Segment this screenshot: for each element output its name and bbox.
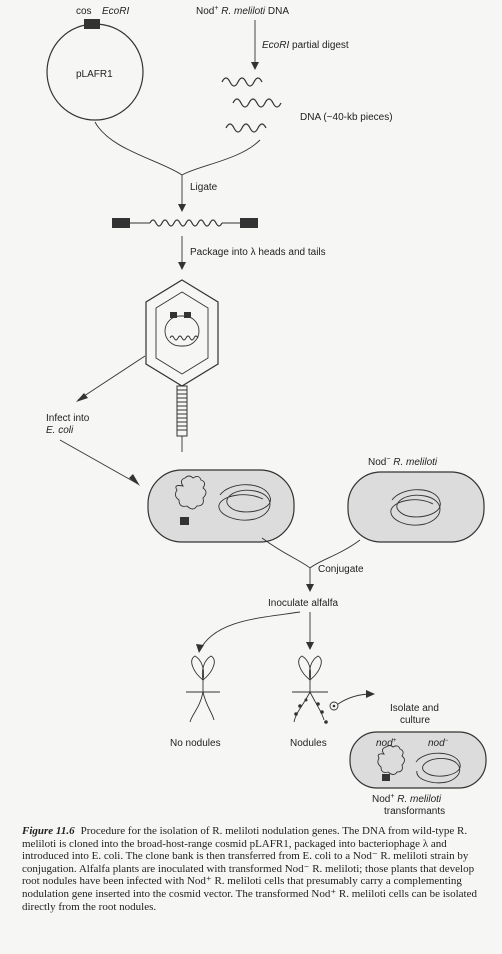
cos-label: cos <box>76 6 92 17</box>
nod-minus-cell <box>347 471 485 543</box>
dna-fragment-2 <box>232 98 282 108</box>
plant-right-roots <box>293 691 325 723</box>
ecori-site-label: EcoRI <box>102 6 129 17</box>
isolated-nodule-icon <box>329 701 339 711</box>
phage-head-outer <box>145 279 219 387</box>
phage-tail <box>176 385 188 437</box>
packaged-cos-end-1 <box>170 312 177 318</box>
dna-fragment-3 <box>225 123 267 133</box>
ecoli-cell <box>147 469 295 543</box>
no-nodules-label: No nodules <box>170 738 221 749</box>
transformant-cos-marker <box>382 774 390 781</box>
plant-left-leaf-2 <box>201 655 215 681</box>
infect-arrow-upper-head <box>76 393 88 402</box>
package-label: Package into λ heads and tails <box>190 247 326 258</box>
ligate-arrow-head <box>178 204 186 212</box>
inoculate-label: Inoculate alfalfa <box>268 598 338 609</box>
phage-tail-rings <box>177 389 187 431</box>
conjugate-line-right <box>309 539 361 569</box>
inoculate-arrow-left-head <box>196 644 204 653</box>
conjugate-label: Conjugate <box>318 564 364 575</box>
nod-plus-dna-label: Nod+ R. meliloti DNA <box>196 5 289 17</box>
infect-arrow-lower <box>59 439 139 485</box>
nod-minus-gene-label: nod− <box>428 738 449 749</box>
isolate-arrow-head <box>366 690 375 698</box>
nodules-label: Nodules <box>290 738 327 749</box>
conjugate-arrow-head <box>306 584 314 592</box>
cos-end-right <box>240 218 258 228</box>
caption-text: Procedure for the isolation of R. melilo… <box>22 825 477 913</box>
packaged-cos-end-2 <box>184 312 191 318</box>
packaged-cosmid-outline <box>164 315 200 347</box>
procedure-diagram: cos EcoRI pLAFR1 Nod+ R. meliloti DNA Ec… <box>46 5 487 817</box>
root-nodules <box>294 698 328 724</box>
nod-minus-chromosome <box>390 489 441 526</box>
plant-right-leaf-1 <box>298 655 312 681</box>
infect-arrow-upper <box>77 355 146 401</box>
dna-fragment-1 <box>221 77 263 87</box>
inoculate-arrow-left <box>199 611 301 651</box>
ecoli-cosmid-plasmid <box>174 475 207 510</box>
plafr1-label: pLAFR1 <box>76 69 113 80</box>
package-arrow-head <box>178 262 186 270</box>
digest-arrow-head <box>251 62 259 70</box>
inoculate-arrow-right-head <box>306 642 314 650</box>
nod-minus-strain-label: Nod− R. meliloti <box>368 456 438 468</box>
ecoli-chromosome <box>218 484 271 521</box>
ligate-line-right <box>181 139 261 176</box>
ecoli-cosmid-cos-marker <box>180 517 189 525</box>
packaged-insert-dna <box>169 335 199 341</box>
plant-left-leaf-1 <box>191 655 205 681</box>
isolate-label-line2: culture <box>400 715 430 726</box>
cos-site-marker <box>84 19 100 29</box>
nod-plus-gene-label: nod+ <box>376 738 397 749</box>
transformant-chromosome <box>415 752 461 784</box>
infect-label-line2: E. coli <box>46 425 74 436</box>
plant-left-roots <box>189 691 215 723</box>
plant-right-leaf-2 <box>308 655 322 681</box>
ecori-digest-label: EcoRI partial digest <box>262 40 349 51</box>
ligate-label: Ligate <box>190 182 218 193</box>
isolate-label-line1: Isolate and <box>390 703 439 714</box>
phage-head-inner <box>155 291 209 375</box>
ligate-line-left <box>94 121 183 176</box>
conjugate-line-left <box>261 537 311 569</box>
transformants-label-line1: Nod+ R. meliloti <box>372 793 442 805</box>
transformant-cosmid-plasmid <box>377 745 405 775</box>
transformants-label-line2: transformants <box>384 806 445 817</box>
infect-label-line1: Infect into <box>46 413 90 424</box>
isolated-nodule-core <box>332 704 336 708</box>
infect-arrow-lower-head <box>129 474 140 486</box>
dna-pieces-label: DNA (~40-kb pieces) <box>300 112 393 123</box>
construct-insert-dna <box>149 219 223 227</box>
cos-end-left <box>112 218 130 228</box>
figure-number: Figure 11.6 <box>22 825 75 837</box>
